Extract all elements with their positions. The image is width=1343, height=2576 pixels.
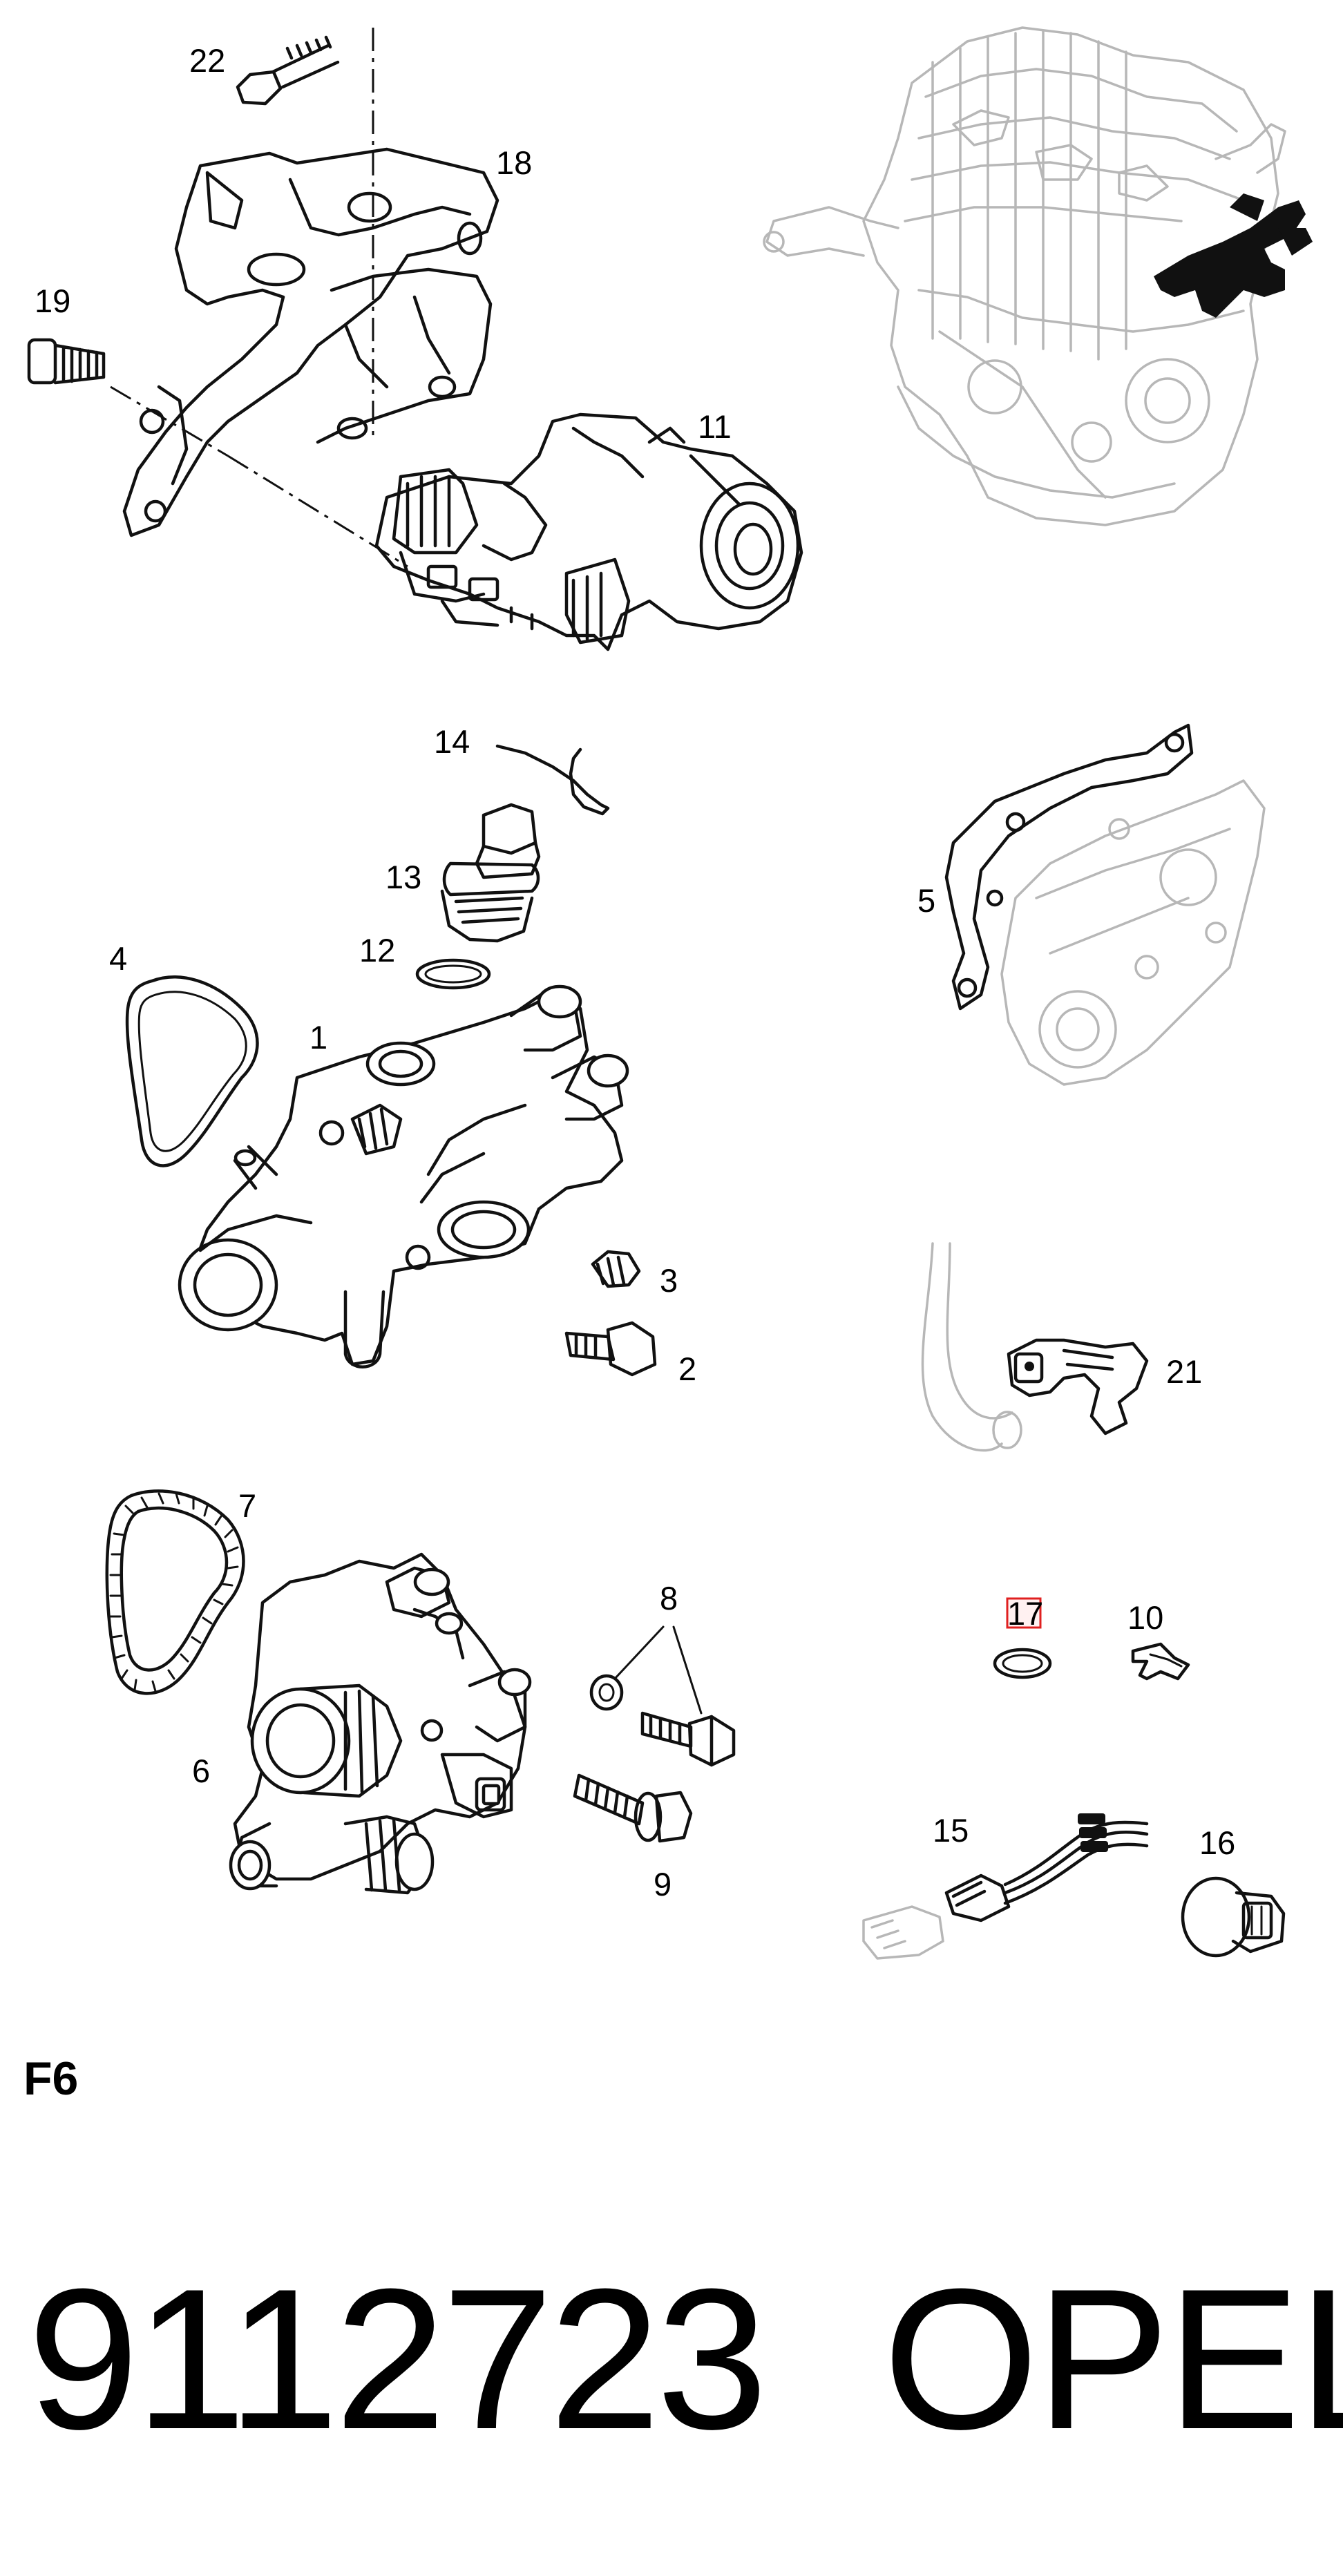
part-5-gasket[interactable] — [944, 723, 1194, 1011]
callout-19: 19 — [35, 283, 70, 319]
water-pump-ghost — [1000, 779, 1266, 1086]
callout-8: 8 — [660, 1580, 678, 1616]
part-7-gasket[interactable] — [105, 1489, 245, 1695]
part-6-thermostat-housing[interactable] — [229, 1552, 532, 1895]
callout-6: 6 — [192, 1753, 210, 1789]
part-9-bolt[interactable] — [573, 1773, 693, 1843]
callout-11: 11 — [698, 408, 732, 445]
part-18-bracket[interactable] — [110, 147, 499, 568]
part-21-hose-clip[interactable] — [1007, 1338, 1149, 1435]
brand-name: OPEL — [883, 2247, 1343, 2471]
engine-overview — [763, 26, 1313, 526]
part-4-gasket[interactable] — [125, 975, 259, 1167]
part-12-o-ring[interactable] — [415, 958, 491, 990]
callout-15: 15 — [933, 1812, 969, 1849]
connector-ghost — [862, 1905, 944, 1960]
part-number: 9112723 — [28, 2247, 768, 2471]
section-code: F6 — [23, 2052, 79, 2105]
hose-ghost — [921, 1242, 1022, 1452]
callout-17: 17 — [1007, 1595, 1043, 1632]
callout-18: 18 — [496, 144, 532, 181]
callout-10: 10 — [1127, 1599, 1163, 1636]
callout-14: 14 — [434, 723, 470, 760]
callout-4: 4 — [109, 940, 127, 977]
part-14-seal[interactable] — [495, 744, 610, 816]
callout-17-highlight — [1006, 1597, 1042, 1629]
part-19-bolt[interactable] — [27, 338, 106, 385]
part-2-bolt[interactable] — [564, 1321, 657, 1377]
part-3-nut[interactable] — [591, 1250, 641, 1288]
callout-13: 13 — [385, 859, 421, 895]
callout-9: 9 — [654, 1866, 672, 1902]
part-16-connector[interactable] — [1181, 1876, 1286, 1958]
callout-12: 12 — [359, 932, 395, 969]
callout-labels: 22 18 19 11 14 13 12 4 1 5 3 2 21 7 8 17… — [35, 42, 1235, 1902]
part-8-washer-bolt[interactable] — [589, 1625, 736, 1767]
part-17-o-ring[interactable] — [993, 1648, 1052, 1679]
callout-1: 1 — [309, 1019, 327, 1056]
part-22-bolt[interactable] — [236, 35, 340, 106]
callout-3: 3 — [660, 1262, 678, 1299]
part-1-thermostat-housing[interactable] — [178, 984, 629, 1368]
callout-16: 16 — [1199, 1824, 1235, 1861]
part-10-retaining-clip[interactable] — [1131, 1642, 1190, 1681]
callout-7: 7 — [238, 1487, 256, 1524]
callout-21: 21 — [1166, 1353, 1202, 1390]
part-15-wiring-harness[interactable] — [944, 1813, 1149, 1923]
part-13-temperature-sensor[interactable] — [440, 803, 541, 943]
callout-2: 2 — [678, 1351, 696, 1387]
part-11-thermostat-housing[interactable] — [374, 412, 803, 651]
callout-5: 5 — [917, 882, 935, 919]
callout-22: 22 — [189, 42, 225, 79]
parts-exploded-diagram: 22 18 19 11 14 13 12 4 1 5 3 2 21 7 8 17… — [27, 26, 1313, 1960]
